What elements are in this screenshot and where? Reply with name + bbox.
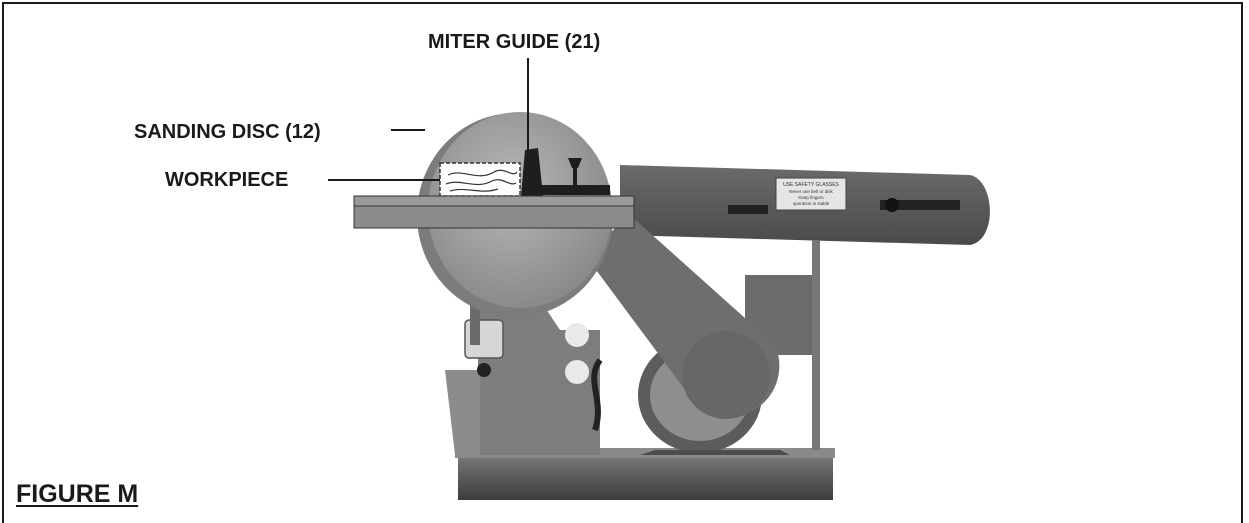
miter-guide-callout: MITER GUIDE (21)	[428, 31, 601, 53]
warning-sticker	[775, 177, 847, 211]
svg-text:Keep fingers: Keep fingers	[798, 195, 824, 200]
workpiece	[439, 162, 521, 197]
svg-text:USE SAFETY GLASSES: USE SAFETY GLASSES	[783, 182, 839, 188]
svg-text:Never use belt or disk: Never use belt or disk	[789, 189, 833, 194]
base-plate	[455, 448, 835, 500]
power-cord	[591, 358, 603, 431]
belt-arm: USE SAFETY GLASSES Never use belt or dis…	[620, 165, 990, 245]
work-table	[353, 195, 635, 229]
belt-guard	[585, 215, 780, 419]
miter-guide	[521, 148, 610, 196]
switch-knob	[477, 363, 491, 377]
svg-text:operation is stable: operation is stable	[793, 201, 830, 206]
figure-caption: FIGURE M	[16, 480, 139, 508]
belt-tension-knob	[880, 200, 960, 210]
belt-tracking-knob	[728, 205, 768, 214]
sanding-disc-callout: SANDING DISC (12)	[134, 121, 321, 143]
support-post	[812, 240, 820, 450]
workpiece-callout: WORKPIECE	[165, 169, 289, 191]
pedestal	[430, 300, 600, 455]
